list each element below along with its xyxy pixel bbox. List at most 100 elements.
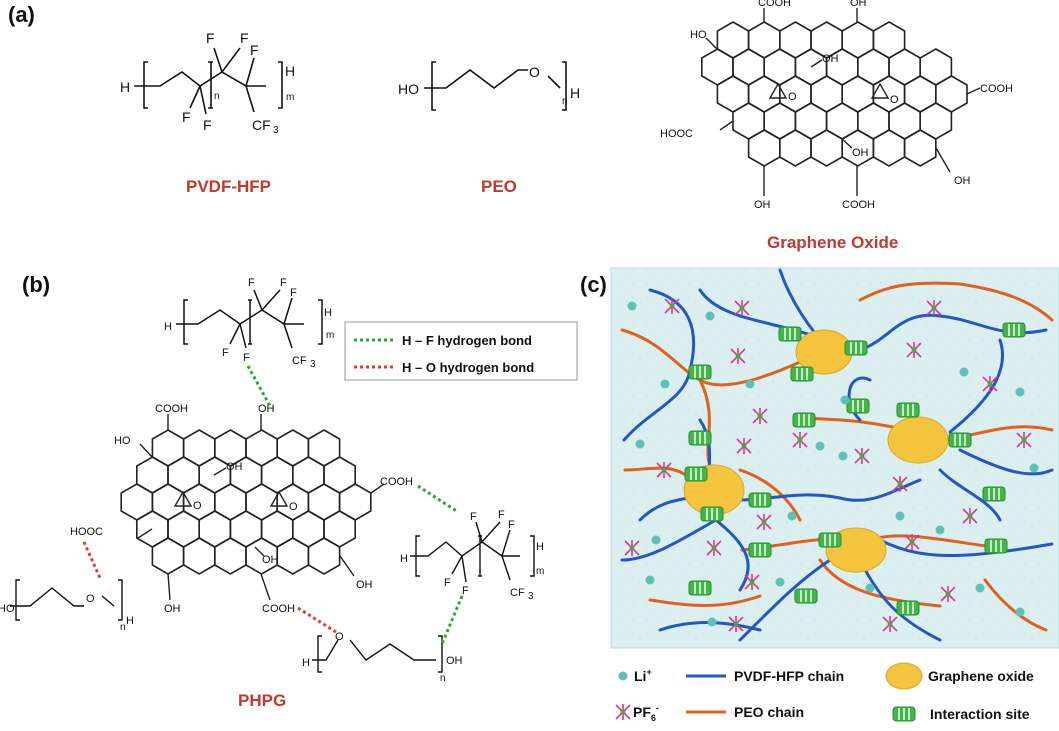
peo-atoms: HO O n H (398, 64, 580, 107)
svg-text:n: n (214, 91, 220, 102)
legend-li-symbol (618, 671, 628, 681)
legend: Li+ PVDF-HFP chain Graphene oxide PF6- P… (615, 662, 1034, 723)
svg-text:HO: HO (114, 435, 131, 447)
svg-text:COOH: COOH (380, 476, 413, 488)
ho-bond-key-label: H – O hydrogen bond (402, 360, 534, 375)
svg-text:HOOC: HOOC (70, 526, 103, 538)
svg-text:HO: HO (690, 29, 707, 41)
svg-text:F: F (470, 511, 477, 523)
svg-text:COOH: COOH (842, 199, 875, 211)
svg-text:O: O (193, 500, 202, 512)
peo-structure-b-left (10, 579, 123, 621)
hf-bond-top (246, 365, 272, 407)
svg-text:F: F (508, 519, 515, 531)
bond-key: H – F hydrogen bond H – O hydrogen bond (344, 321, 578, 381)
hf-bond-key-label: H – F hydrogen bond (402, 333, 532, 348)
svg-text:H: H (324, 307, 332, 319)
panel-label-a: (a) (8, 2, 35, 27)
peo-atoms-b-left: HO O n H (0, 593, 134, 633)
svg-text:O: O (86, 593, 95, 605)
svg-text:F: F (206, 30, 215, 46)
hf-bond-right-top (417, 484, 459, 514)
svg-text:CF: CF (252, 117, 271, 133)
svg-text:CF: CF (510, 587, 525, 599)
svg-text:F: F (290, 287, 297, 299)
svg-text:O: O (335, 631, 344, 643)
graphene-oxide-structure-a (701, 8, 981, 196)
peo-name: PEO (481, 177, 517, 196)
electrolyte-matrix (610, 267, 1059, 649)
svg-text:HO: HO (0, 603, 15, 615)
legend-site-symbol (892, 706, 916, 722)
pvdf-hfp-atoms: H F F F F F CF 3 n m H (120, 30, 295, 136)
ho-bond-bottom (297, 606, 337, 634)
svg-text:F: F (444, 577, 451, 589)
svg-text:COOH: COOH (155, 403, 188, 415)
pvdf-hfp-structure-b (176, 289, 323, 349)
svg-text:CF: CF (292, 355, 307, 367)
hydrogen-bonds (82, 365, 464, 645)
svg-text:OH: OH (262, 554, 279, 566)
svg-text:F: F (498, 509, 505, 521)
svg-text:O: O (289, 501, 298, 513)
svg-text:COOH: COOH (980, 83, 1013, 95)
svg-text:H: H (126, 615, 134, 627)
svg-text:F: F (203, 117, 212, 133)
panel-label-b: (b) (22, 272, 50, 297)
svg-text:F: F (280, 277, 287, 289)
pvdf-hfp-structure-b-right (410, 521, 535, 583)
hf-bond-right-bottom (440, 595, 464, 645)
svg-text:H: H (570, 85, 580, 101)
svg-text:O: O (788, 91, 797, 103)
legend-go-symbol (885, 662, 923, 690)
svg-text:H: H (120, 79, 130, 95)
peo-structure-b-bottom (312, 635, 443, 673)
graphene-oxide-name: Graphene Oxide (767, 233, 898, 252)
svg-text:O: O (529, 64, 540, 80)
svg-text:3: 3 (273, 125, 279, 136)
svg-text:H: H (536, 541, 544, 553)
svg-text:HO: HO (398, 81, 419, 97)
graphene-oxide-atoms-b: COOH OH HO OH O O COOH HOOC OH OH OH COO… (70, 403, 413, 615)
svg-text:OH: OH (164, 603, 181, 615)
legend-peo-label: PEO chain (734, 704, 804, 720)
svg-text:F: F (240, 30, 249, 46)
peo-atoms-b-bottom: H O n OH (302, 631, 463, 684)
svg-text:n: n (440, 673, 446, 684)
svg-text:COOH: COOH (262, 603, 295, 615)
legend-pvdf-label: PVDF-HFP chain (734, 668, 844, 684)
graphene-oxide-particle (887, 416, 949, 464)
svg-text:3: 3 (310, 359, 316, 370)
svg-text:OH: OH (954, 175, 971, 187)
pvdf-hfp-atoms-b: H F F F F F CF 3 m H (164, 277, 334, 370)
svg-text:H: H (285, 63, 295, 79)
svg-text:O: O (890, 94, 899, 106)
svg-text:F: F (243, 352, 250, 364)
pvdf-hfp-structure (134, 47, 283, 115)
svg-text:m: m (326, 330, 334, 341)
svg-text:OH: OH (356, 579, 373, 591)
svg-text:OH: OH (754, 199, 771, 211)
legend-site-label: Interaction site (930, 706, 1030, 722)
svg-text:OH: OH (852, 147, 869, 159)
peo-structure (424, 61, 567, 111)
svg-text:n: n (562, 96, 568, 107)
svg-text:OH: OH (446, 655, 463, 667)
pvdf-hfp-atoms-b-right: H F F F F F CF 3 m H (400, 509, 544, 602)
graphene-oxide-atoms-a: COOH OH HO OH O O COOH HOOC OH OH OH COO… (660, 0, 1013, 211)
svg-text:F: F (462, 585, 469, 597)
phpg-name: PHPG (238, 691, 286, 710)
panel-label-c: (c) (580, 272, 607, 297)
ho-bond-left (82, 541, 102, 579)
svg-text:F: F (248, 277, 255, 289)
legend-pf6-symbol (615, 703, 631, 721)
svg-text:3: 3 (528, 591, 534, 602)
pvdf-hfp-name: PVDF-HFP (186, 177, 271, 196)
svg-text:OH: OH (850, 0, 867, 9)
svg-text:H: H (164, 321, 172, 333)
svg-text:COOH: COOH (758, 0, 791, 9)
svg-text:F: F (222, 347, 229, 359)
svg-text:m: m (286, 92, 294, 103)
svg-text:OH: OH (226, 461, 243, 473)
